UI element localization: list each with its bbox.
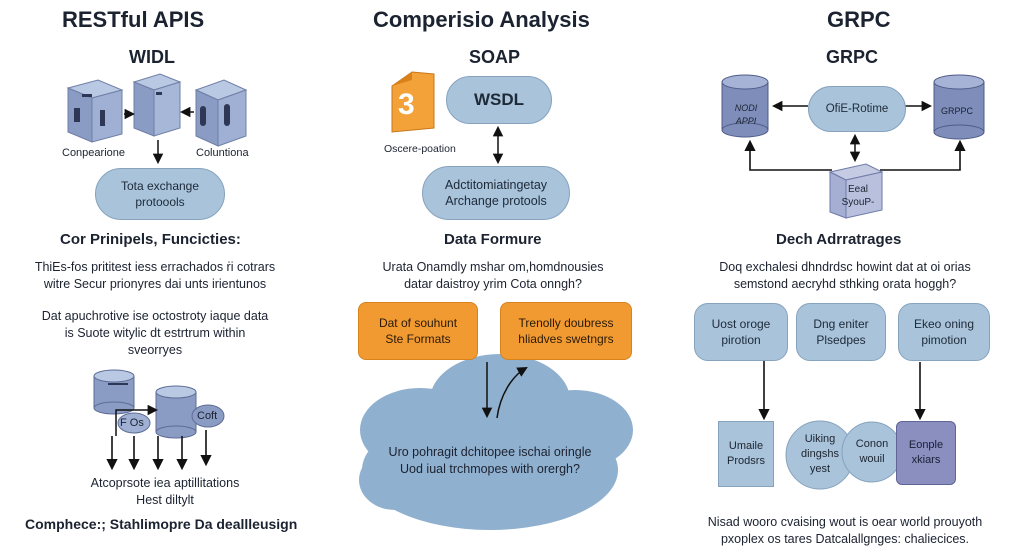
rest-left-label: Conpearione [62,147,125,159]
soap-document-icon [391,71,435,133]
rest-db-label-1: F Os [120,417,144,429]
right-cylinder-left [721,74,769,138]
grpc-box-1: Uost oroge pirotion [694,303,788,361]
grpc-box-3: Ekeo oning pimotion [898,303,990,361]
left-db-tag [117,412,151,434]
grpc-paragraph: Doq exchalesi dhndrdsc howint dat at oi … [719,260,971,291]
cylinder-right-label: GRPPC [941,106,974,116]
left-db-1 [93,369,135,415]
grpc-circle-2-label: Conon wouil [855,438,889,465]
comparison-title: Comperisio Analysis [373,7,590,32]
cube-label: Eeal SyouP- [841,184,875,208]
rest-db-label-2: Coft [197,410,218,422]
wsdl-bubble: WSDL [446,76,552,124]
left-cube-2 [194,79,248,147]
soap-doc-caption: Oscere-poation [384,143,456,155]
grpc-runtime-bubble: OfiE-Rotime [808,86,906,132]
rest-subtitle: WIDL [129,47,175,67]
rest-right-label: Coluntiona [196,147,249,159]
left-db-2 [155,385,197,439]
data-format-paragraph: Urata Onamdly mshar om,homdnousies datar… [382,260,604,291]
grpc-lower-box: Umaile Prodsrs [718,421,774,487]
rest-protocol-bubble: Tota exchange protoools [95,168,225,220]
cylinder-left-label: NODI APPI [734,103,758,126]
rest-caption: Atcoprsote iea aptillitations Hest dilty… [90,476,240,507]
format-box-left: Dat of souhunt Ste Formats [358,302,478,360]
grpc-subtitle: GRPC [826,47,879,67]
left-cube-1 [66,79,124,143]
rest-paragraph-2: Dat apuchrotive ise octostroty iaque dat… [41,309,269,357]
grpc-footer: Nisad wooro cvaising wout is oear world … [707,515,983,546]
data-cloud-shape [359,354,633,530]
soap-subtitle: SOAP [469,47,521,67]
rest-footer: Comphece:; Stahlimopre Da deallleusign [25,516,298,532]
rest-title: RESTful APIS [62,7,205,32]
rest-paragraph-1: ThiEs-fos prititest iess errachados ṙi c… [34,260,276,291]
soap-doc-number: 3 [398,88,415,121]
format-box-right: Trenolly doubress hliadves swetngrs [500,302,632,360]
grpc-title: GRPC [827,7,891,32]
left-db-side [191,404,225,428]
grpc-box-2: Dng eniter Plsedpes [796,303,886,361]
right-cube [828,163,884,219]
soap-exchange-bubble: Adctitomiatingetay Archange protools [422,166,570,220]
grpc-heading: Dech Adrratrages [776,231,902,248]
cloud-text: Uro pohragit dchitopee ischai oringle Uo… [388,445,592,476]
grpc-circle-1-label: Uiking dingshs yest [801,433,839,475]
left-cube-middle [132,73,182,137]
rest-heading: Cor Prinipels, Funcicties: [60,231,241,248]
right-cylinder-right [933,74,985,140]
grpc-lower-dark-box: Eonple xkiars [896,421,956,485]
data-format-heading: Data Formure [444,231,542,248]
